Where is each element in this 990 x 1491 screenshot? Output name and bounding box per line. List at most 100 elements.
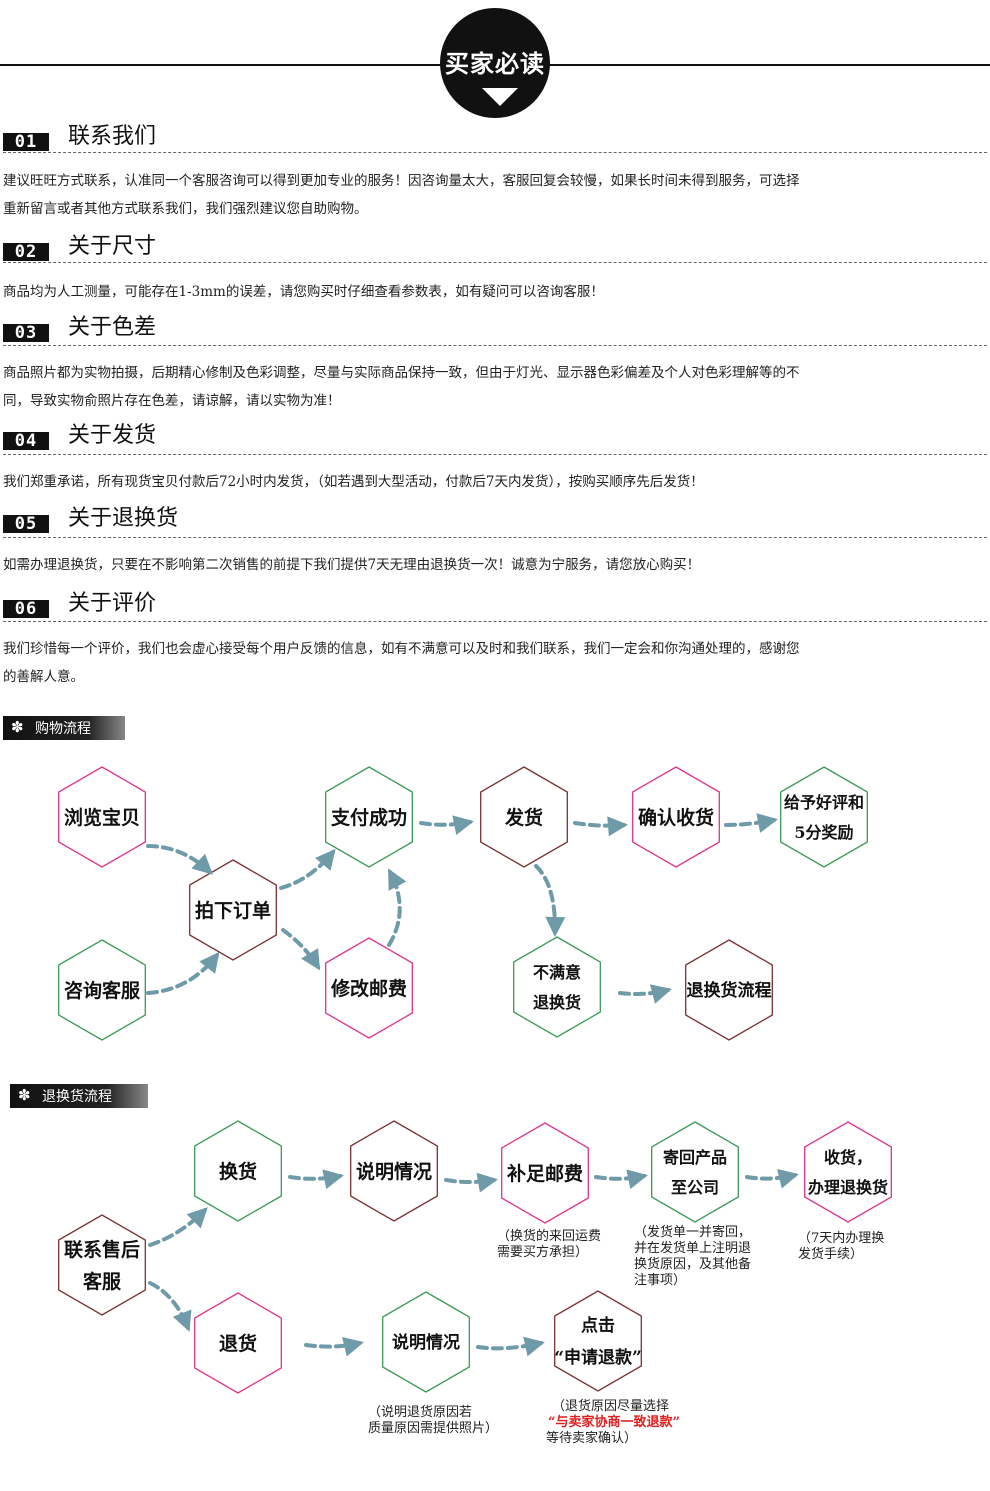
arrow-head-icon bbox=[756, 813, 778, 833]
receive-label: 办理退换货 bbox=[808, 1178, 888, 1197]
refund-hexagon bbox=[194, 1292, 282, 1394]
flower-icon: ✽ bbox=[11, 719, 24, 736]
arrow-head-icon bbox=[388, 868, 407, 891]
arrow-head-icon bbox=[523, 1336, 545, 1357]
arrow-head-icon bbox=[186, 1207, 208, 1229]
arrow-order-pay bbox=[279, 848, 336, 890]
section-title: 关于发货 bbox=[68, 423, 157, 448]
explain2-hexagon bbox=[382, 1291, 470, 1393]
apply-label: 点击 bbox=[581, 1315, 615, 1336]
flower-icon: ✽ bbox=[18, 1087, 31, 1104]
section-divider bbox=[3, 152, 987, 153]
arrow-refund-explain2 bbox=[304, 1337, 364, 1357]
apply-label: “申请退款” bbox=[554, 1347, 642, 1368]
arrow-sendback-receive bbox=[745, 1169, 799, 1189]
return-flow-tag: ✽退换货流程 bbox=[10, 1084, 148, 1108]
section-text: 我们郑重承诺，所有现货宝贝付款后72小时内发货，（如若遇到大型活动，付款后7天内… bbox=[3, 474, 704, 490]
note-postage: （换货的来回运费 bbox=[497, 1228, 601, 1244]
arrow-ship-unsatisfied bbox=[534, 864, 566, 937]
arrow-consult-order bbox=[146, 951, 220, 995]
section-title: 关于色差 bbox=[68, 315, 157, 340]
receive-hexagon bbox=[804, 1121, 892, 1223]
explain1-node: 说明情况 bbox=[350, 1120, 438, 1222]
section-text: 商品照片都为实物拍摄，后期精心修制及色彩调整，尽量与实际商品保持一致，但由于灯光… bbox=[3, 365, 800, 409]
review-label: 5分奖励 bbox=[794, 823, 853, 842]
arrow-contact-refund bbox=[148, 1281, 192, 1332]
section-divider bbox=[3, 262, 987, 263]
ship-label: 发货 bbox=[504, 806, 543, 829]
arrow-head-icon bbox=[452, 815, 474, 835]
ship-hexagon bbox=[480, 766, 568, 868]
order-hexagon bbox=[189, 859, 277, 961]
arrow-head-icon bbox=[545, 916, 566, 937]
section-text: 商品均为人工测量，可能存在1-3mm的误差，请您购买时仔细查看参数表，如有疑问可… bbox=[3, 284, 604, 300]
note-send-back: 注事项） bbox=[634, 1273, 686, 1288]
confirm-label: 确认收货 bbox=[638, 806, 714, 829]
explain1-label: 说明情况 bbox=[356, 1160, 432, 1183]
section-title: 关于尺寸 bbox=[68, 234, 157, 259]
section-text: 如需办理退换货，只要在不影响第二次销售的前提下我们提供7天无理由退换货一次！诚意… bbox=[3, 557, 701, 573]
postage-hexagon bbox=[501, 1122, 589, 1224]
pay-label: 支付成功 bbox=[330, 806, 407, 829]
unsatisfied-label: 不满意 bbox=[533, 963, 581, 982]
arrow-head-icon bbox=[777, 1169, 799, 1189]
review-label: 给予好评和 bbox=[784, 793, 864, 812]
arrow-order-modify bbox=[281, 928, 321, 971]
refund-node: 退货 bbox=[194, 1292, 282, 1394]
section-number: 05 bbox=[3, 515, 49, 533]
note-receive: （7天内办理换 bbox=[798, 1230, 884, 1246]
return-flow-hexagon bbox=[685, 939, 773, 1041]
arrow-head-icon bbox=[649, 984, 672, 1004]
refund-label: 退货 bbox=[219, 1332, 257, 1355]
apply-hexagon bbox=[554, 1290, 642, 1392]
postage-node: 补足邮费 bbox=[501, 1122, 589, 1224]
pay-node: 支付成功 bbox=[325, 766, 413, 868]
arrow-head-icon bbox=[315, 848, 336, 871]
section-text: 我们珍惜每一个评价，我们也会虚心接受每个用户反馈的信息，如有不满意可以及时和我们… bbox=[3, 641, 800, 685]
explain2-node: 说明情况 bbox=[382, 1291, 470, 1393]
return-flow-label: 退换货流程 bbox=[687, 980, 772, 1001]
arrow-head-icon bbox=[607, 816, 628, 837]
browse-node: 浏览宝贝 bbox=[58, 766, 146, 868]
modify-node: 修改邮费 bbox=[325, 937, 413, 1039]
send-back-label: 寄回产品 bbox=[663, 1148, 727, 1167]
section-title: 关于评价 bbox=[68, 591, 157, 616]
order-label: 拍下订单 bbox=[195, 899, 271, 922]
unsatisfied-label: 退换货 bbox=[533, 993, 581, 1012]
modify-label: 修改邮费 bbox=[330, 977, 407, 1000]
arrow-ship-confirm bbox=[573, 816, 628, 837]
section-text: 建议旺旺方式联系，认准同一个客服咨询可以得到更加专业的服务！因咨询量太大，客服回… bbox=[3, 173, 800, 217]
exchange-node: 换货 bbox=[194, 1120, 282, 1222]
section-divider bbox=[3, 454, 987, 455]
arrow-head-icon bbox=[476, 1172, 498, 1193]
consult-node: 咨询客服 bbox=[58, 939, 146, 1041]
arrow-head-icon bbox=[301, 948, 321, 971]
down-triangle-icon bbox=[482, 88, 518, 106]
note-apply: 等待卖家确认） bbox=[546, 1430, 637, 1446]
note-apply: （退货原因尽量选择 bbox=[552, 1398, 669, 1414]
arrow-postage-sendback bbox=[594, 1169, 648, 1190]
exchange-label: 换货 bbox=[219, 1160, 257, 1183]
arrow-exchange-explain1 bbox=[288, 1169, 344, 1189]
note-send-back: （发货单一并寄回， bbox=[634, 1224, 751, 1240]
section-number: 02 bbox=[3, 243, 49, 261]
arrow-head-icon bbox=[199, 951, 220, 974]
section-divider bbox=[3, 345, 987, 346]
review-hexagon bbox=[780, 766, 868, 868]
arrow-explain1-postage bbox=[444, 1172, 498, 1193]
review-node: 给予好评和 5分奖励 bbox=[780, 766, 868, 868]
unsatisfied-hexagon bbox=[513, 936, 601, 1038]
note-send-back: 并在发货单上注明退 bbox=[634, 1240, 751, 1256]
postage-label: 补足邮费 bbox=[507, 1162, 583, 1185]
receive-label: 收货， bbox=[824, 1148, 872, 1167]
section-number: 06 bbox=[3, 600, 49, 618]
section-title: 关于退换货 bbox=[68, 506, 179, 531]
order-node: 拍下订单 bbox=[189, 859, 277, 961]
modify-hexagon bbox=[325, 937, 413, 1039]
note-receive: 发货手续） bbox=[798, 1246, 863, 1262]
section-number: 03 bbox=[3, 324, 49, 342]
send-back-hexagon bbox=[651, 1121, 739, 1223]
arrow-explain2-apply bbox=[476, 1336, 545, 1357]
